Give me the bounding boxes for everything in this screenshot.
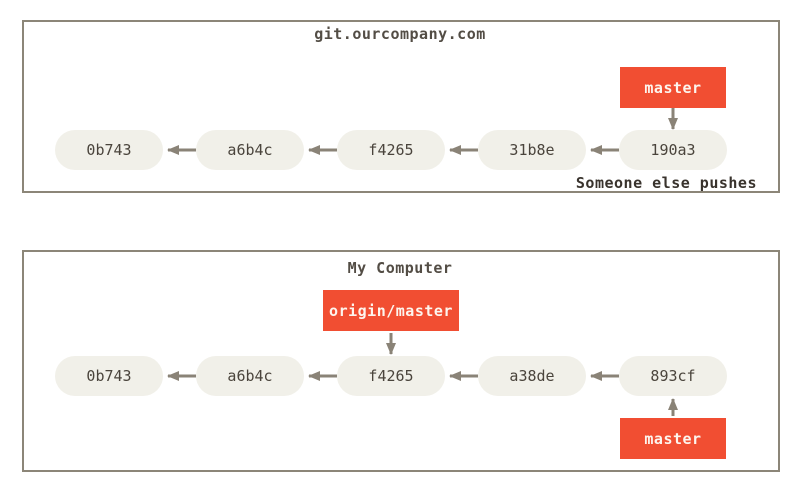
local-commit-f4265: f4265 <box>337 356 445 396</box>
local-commit-0b743: 0b743 <box>55 356 163 396</box>
local-computer-box <box>22 250 780 472</box>
remote-commit-190a3: 190a3 <box>619 130 727 170</box>
remote-master-branch-label: master <box>620 67 726 108</box>
local-commit-893cf: 893cf <box>619 356 727 396</box>
remote-server-title: git.ourcompany.com <box>314 25 486 43</box>
remote-commit-a6b4c: a6b4c <box>196 130 304 170</box>
remote-commit-0b743: 0b743 <box>55 130 163 170</box>
local-commit-a38de: a38de <box>478 356 586 396</box>
local-computer-title: My Computer <box>347 259 453 277</box>
local-commit-a6b4c: a6b4c <box>196 356 304 396</box>
remote-commit-31b8e: 31b8e <box>478 130 586 170</box>
local-master-branch-label: master <box>620 418 726 459</box>
remote-server-box <box>22 20 780 193</box>
someone-else-pushes-annotation: Someone else pushes <box>575 174 757 192</box>
remote-commit-f4265: f4265 <box>337 130 445 170</box>
local-origin-master-branch-label: origin/master <box>323 290 459 331</box>
